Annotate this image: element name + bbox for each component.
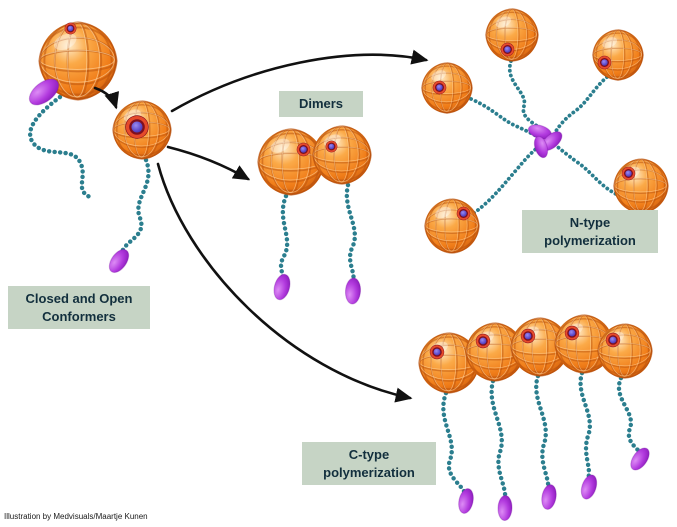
- n-type-pore-4: [621, 166, 636, 181]
- c-type-peptide-blob-3: [541, 484, 557, 510]
- label-n-type-line2: polymerization: [544, 232, 636, 248]
- c-type-tail-5: [616, 375, 642, 455]
- arrow-to-dimers: [166, 145, 251, 181]
- arrow-to-n-type: [170, 49, 429, 113]
- n-type-pore-3: [432, 80, 447, 95]
- arrow-closed-to-open: [93, 86, 120, 110]
- dimer: [257, 125, 372, 305]
- label-closed-open-conformers: Closed and Open Conformers: [8, 286, 150, 330]
- n-type-connector-4: [552, 142, 622, 198]
- label-n-type-polymerization: N-type polymerization: [522, 210, 658, 254]
- label-c-type-line2: polymerization: [323, 464, 415, 480]
- c-type-sphere-5: [597, 323, 653, 379]
- dimer-right-peptide-blob: [344, 277, 362, 305]
- n-type-hub-blob: [533, 135, 549, 159]
- n-type-sphere-2: [592, 29, 644, 81]
- closed-conformer: [27, 21, 118, 200]
- closed-conformer-peptide-blob: [28, 78, 60, 106]
- label-dimers: Dimers: [279, 91, 363, 117]
- open-conformer-peptide-blob: [108, 249, 130, 273]
- open-conformer-tail: [119, 157, 151, 255]
- c-type-pore-3: [520, 328, 536, 344]
- dimer-left-tail: [278, 193, 290, 283]
- label-c-type-line1: C-type: [348, 447, 390, 462]
- n-type-sphere-5: [424, 198, 480, 254]
- c-type-pore-1: [429, 344, 445, 360]
- n-type-connector-1: [507, 59, 545, 133]
- open-conformer: [108, 100, 172, 273]
- c-type-peptide-blob-1: [458, 488, 474, 514]
- n-type-connector-5: [472, 143, 543, 215]
- dimer-left-peptide-blob: [273, 273, 291, 301]
- label-c-type-polymerization: C-type polymerization: [302, 442, 436, 486]
- c-type-tail-4: [578, 370, 592, 482]
- label-dimers-text: Dimers: [298, 96, 344, 111]
- c-type-peptide-blob-5: [630, 447, 650, 471]
- c-type-pore-2: [475, 333, 491, 349]
- arrows: [93, 49, 429, 403]
- dimer-left-pore: [296, 142, 311, 157]
- n-type-sphere-4: [613, 158, 669, 214]
- c-type-pore-4: [564, 325, 580, 341]
- c-type-polymer: [418, 314, 653, 521]
- open-conformer-pore: [124, 114, 150, 140]
- c-type-pore-5: [605, 332, 621, 348]
- c-type-peptide-blob-2: [497, 495, 513, 521]
- dimer-right-sphere: [312, 125, 372, 185]
- attribution-text: Illustration by Medvisuals/Maartje Kunen: [4, 512, 148, 521]
- c-type-tail-2: [489, 378, 508, 503]
- n-type-polymer: [421, 8, 669, 254]
- dimer-right-pore: [325, 140, 338, 153]
- label-conformers-line2: Conformers: [42, 308, 116, 324]
- label-conformers-line1: Closed and Open: [25, 291, 133, 306]
- n-type-pore-5: [456, 206, 471, 221]
- n-type-pore-1: [500, 42, 515, 57]
- n-type-pore-2: [597, 55, 612, 70]
- closed-conformer-tail: [27, 94, 93, 200]
- c-type-tail-3: [534, 373, 551, 492]
- closed-conformer-pore: [64, 22, 77, 35]
- arrow-to-c-type: [156, 162, 413, 403]
- label-n-type-line1: N-type: [569, 215, 611, 230]
- n-type-connector-2: [552, 75, 609, 136]
- c-type-tail-1: [441, 390, 468, 497]
- dimer-right-tail: [344, 182, 358, 286]
- n-type-sphere-3: [421, 62, 473, 114]
- c-type-peptide-blob-4: [580, 474, 598, 500]
